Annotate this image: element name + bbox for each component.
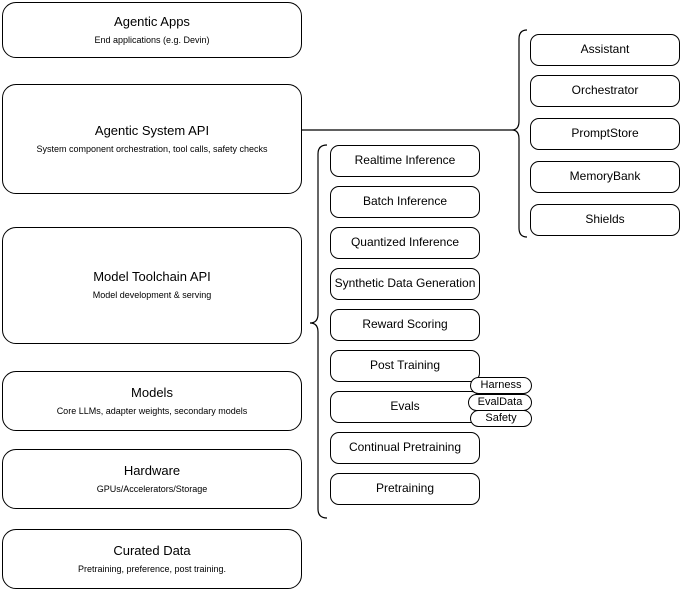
- capability-realtime-inference[interactable]: Realtime Inference: [330, 145, 480, 177]
- capability-reward-scoring[interactable]: Reward Scoring: [330, 309, 480, 341]
- evals-subcomponent-evaldata[interactable]: EvalData: [468, 394, 532, 411]
- layer-title: Curated Data: [113, 542, 191, 558]
- capability-evals[interactable]: Evals: [330, 391, 480, 423]
- system-component-orchestrator[interactable]: Orchestrator: [530, 75, 680, 107]
- component-label: Orchestrator: [571, 83, 639, 98]
- system-component-memorybank[interactable]: MemoryBank: [530, 161, 680, 193]
- capability-synthetic-data-generation[interactable]: Synthetic Data Generation: [330, 268, 480, 300]
- pill-label: Harness: [480, 379, 522, 392]
- evals-subcomponent-harness[interactable]: Harness: [470, 377, 532, 394]
- component-label: PromptStore: [571, 126, 639, 141]
- layer-title: Agentic Apps: [114, 13, 190, 29]
- layer-title: Models: [131, 384, 173, 400]
- layer-title: Hardware: [123, 462, 181, 478]
- layer-models[interactable]: Models Core LLMs, adapter weights, secon…: [2, 371, 302, 431]
- evals-subcomponent-safety[interactable]: Safety: [470, 410, 532, 427]
- capability-pretraining[interactable]: Pretraining: [330, 473, 480, 505]
- layer-agentic-system-api[interactable]: Agentic System API System component orch…: [2, 84, 302, 194]
- capability-label: Quantized Inference: [350, 235, 460, 250]
- pill-label: EvalData: [477, 396, 523, 409]
- layer-subtitle: GPUs/Accelerators/Storage: [96, 483, 208, 494]
- brace-system-components: [511, 29, 528, 238]
- capability-post-training[interactable]: Post Training: [330, 350, 480, 382]
- layer-subtitle: End applications (e.g. Devin): [94, 34, 210, 45]
- capability-quantized-inference[interactable]: Quantized Inference: [330, 227, 480, 259]
- capability-label: Pretraining: [375, 481, 435, 496]
- layer-curated-data[interactable]: Curated Data Pretraining, preference, po…: [2, 529, 302, 589]
- layer-subtitle: Core LLMs, adapter weights, secondary mo…: [56, 405, 248, 416]
- capability-label: Realtime Inference: [354, 153, 456, 168]
- system-component-promptstore[interactable]: PromptStore: [530, 118, 680, 150]
- capability-label: Batch Inference: [362, 194, 448, 209]
- pill-label: Safety: [485, 412, 517, 425]
- layer-title: Agentic System API: [94, 122, 210, 138]
- capability-label: Continual Pretraining: [348, 440, 462, 455]
- brace-toolchain-capabilities: [309, 144, 328, 519]
- layer-subtitle: Pretraining, preference, post training.: [77, 563, 227, 574]
- capability-batch-inference[interactable]: Batch Inference: [330, 186, 480, 218]
- system-component-shields[interactable]: Shields: [530, 204, 680, 236]
- layer-subtitle: System component orchestration, tool cal…: [36, 143, 268, 154]
- component-label: Assistant: [580, 42, 630, 57]
- layer-hardware[interactable]: Hardware GPUs/Accelerators/Storage: [2, 449, 302, 509]
- capability-label: Evals: [390, 399, 420, 414]
- layer-title: Model Toolchain API: [93, 269, 211, 285]
- system-component-assistant[interactable]: Assistant: [530, 34, 680, 66]
- layer-agentic-apps[interactable]: Agentic Apps End applications (e.g. Devi…: [2, 2, 302, 58]
- capability-continual-pretraining[interactable]: Continual Pretraining: [330, 432, 480, 464]
- layer-model-toolchain-api[interactable]: Model Toolchain API Model development & …: [2, 227, 302, 344]
- layer-subtitle: Model development & serving: [92, 290, 212, 301]
- component-label: MemoryBank: [569, 169, 641, 184]
- component-label: Shields: [585, 212, 625, 227]
- capability-label: Post Training: [369, 358, 441, 373]
- capability-label: Reward Scoring: [362, 317, 448, 332]
- capability-label: Synthetic Data Generation: [334, 276, 476, 291]
